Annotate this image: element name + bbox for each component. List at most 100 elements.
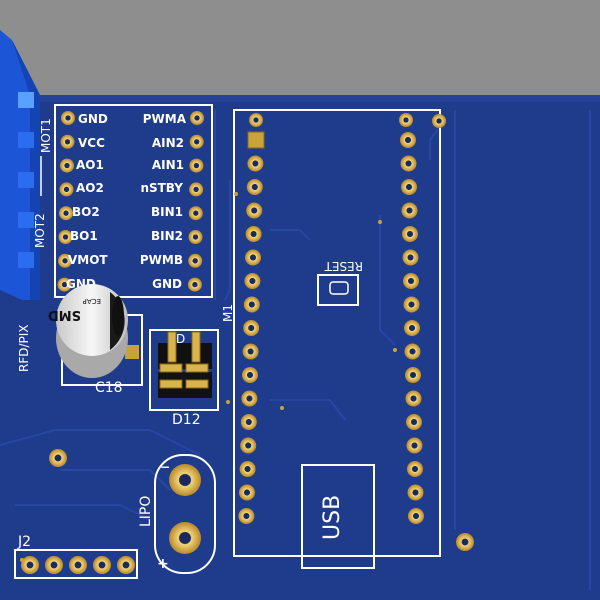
pad: [406, 414, 422, 430]
pad: [247, 131, 265, 149]
pad: [245, 226, 262, 242]
header-d12: [149, 329, 219, 411]
pad: [244, 273, 261, 289]
reset-button[interactable]: [317, 274, 359, 306]
reset-label: RESET: [324, 259, 363, 273]
driver-pin-label: BO1: [70, 229, 98, 243]
driver-pin-label: PWMB: [140, 253, 183, 267]
j2-outline: [14, 549, 138, 579]
driver-pin-label: nSTBY: [140, 181, 183, 195]
pad: [245, 249, 261, 266]
label-lipo: LIPO: [138, 496, 154, 527]
pad: [400, 132, 416, 148]
pad: [60, 158, 74, 173]
pad: [243, 320, 260, 336]
label-j2: J2: [17, 534, 31, 550]
pad: [402, 226, 418, 242]
pad: [187, 277, 202, 292]
pad: [406, 437, 423, 454]
label-minus: −: [160, 460, 170, 474]
driver-pin-label: GND: [152, 277, 182, 291]
driver-pin-label: VCC: [78, 136, 105, 150]
pad: [401, 179, 417, 195]
pad: [404, 343, 421, 360]
pad: [407, 461, 423, 477]
label-plus: +: [157, 556, 169, 572]
pcb-board: [0, 95, 600, 600]
driver-pin-label: BO2: [72, 205, 100, 219]
pad: [190, 111, 204, 125]
pad: [249, 113, 263, 127]
pad: [188, 230, 203, 244]
screw-terminal: [0, 30, 40, 300]
pad: [189, 182, 204, 197]
j2-pads: [21, 556, 135, 574]
pad: [243, 296, 260, 313]
label-d-partial: D: [176, 332, 185, 346]
pad: [242, 367, 258, 383]
pad: [61, 111, 75, 125]
pad: [400, 155, 417, 172]
pad: [189, 158, 204, 173]
pad: [59, 182, 74, 197]
pad: [408, 508, 424, 524]
label-d12: D12: [172, 412, 201, 428]
driver-pin-label: AO2: [76, 181, 104, 195]
pad: [239, 461, 256, 477]
driver-pin-label: VMOT: [68, 253, 108, 267]
driver-right-labels: PWMA AIN2 AIN1 nSTBY BIN1 BIN2 PWMB GND: [140, 112, 187, 291]
driver-pads: [57, 111, 204, 292]
pad: [93, 556, 111, 574]
label-mot2: MOT2: [33, 213, 47, 248]
capacitor-label: SMD: [48, 307, 81, 322]
pad: [21, 556, 39, 574]
pad: [58, 253, 72, 268]
usb-label: USB: [320, 495, 345, 540]
misc-pads: [20, 114, 474, 562]
label-rfd-pix: RFD/PIX: [17, 324, 31, 372]
pad: [69, 556, 87, 574]
lipo-connector: [154, 454, 216, 574]
pad: [45, 556, 63, 574]
driver-pin-label: GND: [78, 112, 108, 126]
pad: [239, 484, 255, 501]
pad: [188, 253, 203, 268]
motor-driver-outline: [54, 104, 213, 298]
pad: [59, 206, 73, 221]
pad: [57, 277, 72, 292]
driver-pin-label: AO1: [76, 158, 104, 172]
driver-pin-label: AIN2: [152, 136, 184, 150]
pad: [117, 556, 135, 574]
pad: [403, 296, 420, 313]
pad: [238, 508, 255, 524]
pad: [405, 367, 421, 383]
pad: [242, 343, 259, 360]
pad: [188, 206, 203, 221]
pad: [405, 390, 422, 407]
label-mot1: MOT1: [39, 118, 53, 153]
pad: [189, 134, 204, 149]
m1-pads: [238, 113, 424, 524]
driver-left-labels: GND VCC AO1 AO2 BO2 BO1 VMOT GND: [66, 112, 108, 291]
driver-pin-label: BIN2: [151, 229, 183, 243]
pad: [407, 484, 424, 501]
driver-pin-label: PWMA: [143, 112, 187, 126]
pad: [58, 230, 73, 244]
pad: [240, 437, 257, 454]
pad: [402, 249, 419, 266]
pad: [241, 390, 258, 407]
pad: [401, 202, 418, 219]
label-c18: C18: [95, 380, 123, 396]
pad: [399, 113, 413, 127]
pad: [246, 202, 263, 219]
pad: [403, 273, 419, 289]
capacitor-c18: SMD ECAP: [48, 284, 143, 386]
driver-pin-label: AIN1: [152, 158, 184, 172]
pad: [240, 414, 257, 430]
pad: [247, 155, 264, 172]
usb-outline: [301, 464, 375, 569]
pad: [60, 134, 75, 149]
driver-pin-label: BIN1: [151, 205, 183, 219]
m1-module-outline: [233, 109, 441, 557]
